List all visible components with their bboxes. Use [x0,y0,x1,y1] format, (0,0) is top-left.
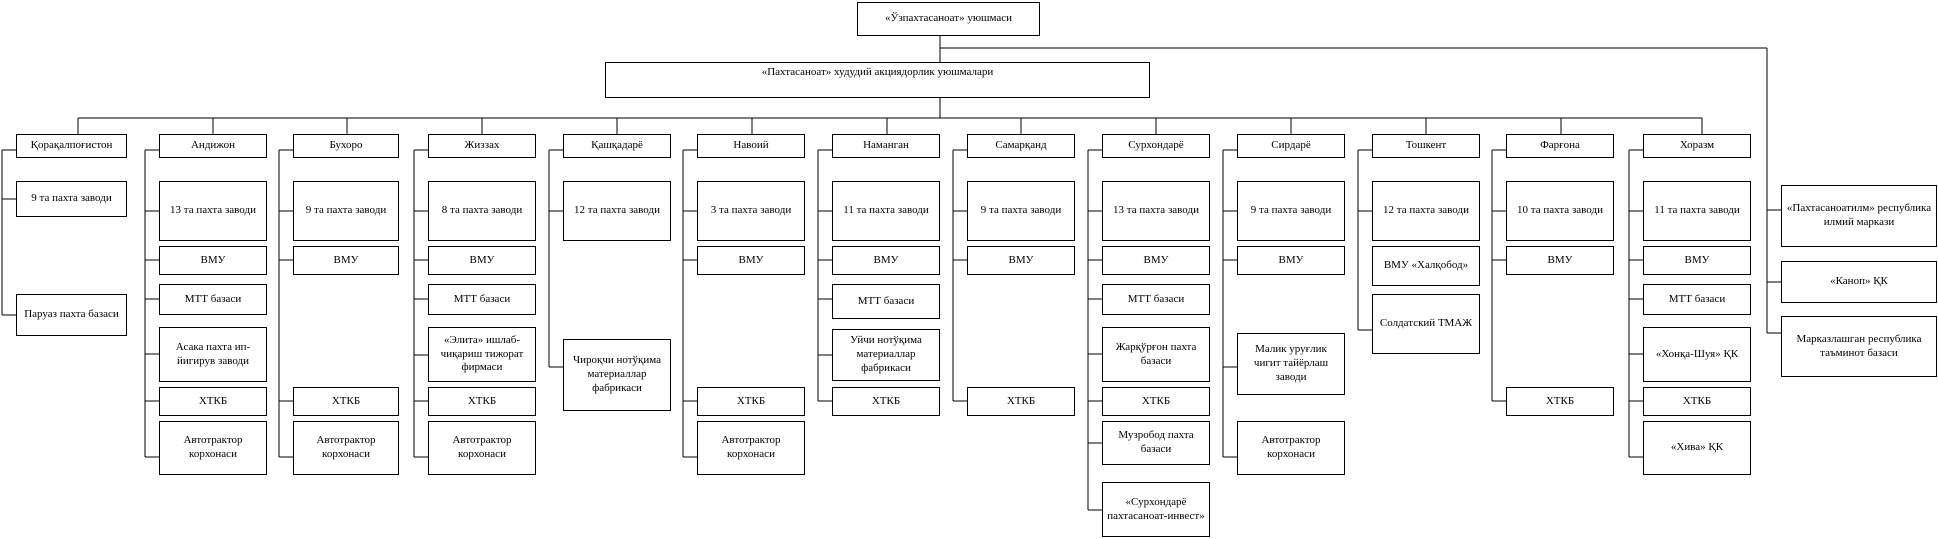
unit-box: 11 та пахта заводи [1643,181,1751,241]
region-header-namangan: Наманган [832,134,940,158]
unit-box: МТТ базаси [159,284,267,315]
unit-box: Чироқчи нотўқима материаллар фабрикаси [563,339,671,411]
unit-box: ХТКБ [293,387,399,416]
unit-box: ХТКБ [967,387,1075,416]
unit-box: МТТ базаси [428,284,536,315]
unit-box: Солдатский ТМАЖ [1372,294,1480,354]
unit-box: Асака пахта ип-йигирув заводи [159,327,267,382]
unit-box: ХТКБ [1506,387,1614,416]
unit-box: 9 та пахта заводи [1237,181,1345,241]
unit-box: 12 та пахта заводи [1372,181,1480,241]
unit-box: 8 та пахта заводи [428,181,536,241]
unit-box: 3 та пахта заводи [697,181,805,241]
unit-box: ХТКБ [832,387,940,416]
side-unit-supply-base: Марказлашган республика таъминот базаси [1781,316,1937,377]
unit-box: ХТКБ [1643,387,1751,416]
region-header-qashqadaryo: Қашқадарё [563,134,671,158]
unit-box: ВМУ [697,246,805,275]
unit-box: ВМУ [428,246,536,275]
unit-box: Паруаз пахта базаси [16,294,127,336]
unit-box: «Хива» ҚК [1643,421,1751,475]
unit-box: МТТ базаси [1643,284,1751,315]
unit-box: Жарқўрғон пахта базаси [1102,327,1210,382]
unit-box: ВМУ [1643,246,1751,275]
side-unit-research-center: «Пахтасаноатилм» республика илмий марказ… [1781,185,1937,247]
unit-box: ХТКБ [1102,387,1210,416]
unit-box: Автотрактор корхонаси [159,421,267,475]
unit-box: Автотрактор корхонаси [697,421,805,475]
unit-box: МТТ базаси [832,284,940,319]
root-box: «Ўзпахтасаноат» уюшмаси [857,2,1040,36]
unit-box: Малик уруғлик чигит тайёрлаш заводи [1237,333,1345,395]
unit-box: Автотрактор корхонаси [293,421,399,475]
unit-box: ВМУ [1102,246,1210,275]
region-header-andijon: Андижон [159,134,267,158]
unit-box: ХТКБ [428,387,536,416]
unit-box: 13 та пахта заводи [1102,181,1210,241]
unit-box: 9 та пахта заводи [967,181,1075,241]
region-header-surxondaryo: Сурхондарё [1102,134,1210,158]
unit-box: «Хонқа-Шуя» ҚК [1643,327,1751,382]
unit-box: ВМУ «Халқобод» [1372,246,1480,286]
region-header-samarqand: Самарқанд [967,134,1075,158]
unit-box: ВМУ [967,246,1075,275]
unit-box: Уйчи нотўқима материаллар фабрикаси [832,329,940,381]
side-unit-kanop: «Каноп» ҚК [1781,261,1937,303]
region-header-jizzax: Жиззах [428,134,536,158]
unit-box: ХТКБ [697,387,805,416]
unit-box: Автотрактор корхонаси [428,421,536,475]
regional-header-box: «Пахтасаноат» худудий акциядорлик уюшмал… [605,62,1150,98]
unit-box: 9 та пахта заводи [16,181,127,217]
unit-box: Автотрактор корхонаси [1237,421,1345,475]
unit-box: «Элита» ишлаб-чиқариш тижорат фирмаси [428,327,536,382]
unit-box: 9 та пахта заводи [293,181,399,241]
region-header-fargona: Фарғона [1506,134,1614,158]
unit-box: «Сурхондарё пахтасаноат-инвест» [1102,482,1210,537]
region-header-navoiy: Навоий [697,134,805,158]
region-header-xorazm: Хоразм [1643,134,1751,158]
region-header-sirdaryo: Сирдарё [1237,134,1345,158]
unit-box: ВМУ [159,246,267,275]
region-header-toshkent: Тошкент [1372,134,1480,158]
unit-box: ХТКБ [159,387,267,416]
unit-box: ВМУ [1506,246,1614,275]
unit-box: ВМУ [293,246,399,275]
unit-box: 10 та пахта заводи [1506,181,1614,241]
unit-box: МТТ базаси [1102,284,1210,315]
unit-box: ВМУ [832,246,940,275]
unit-box: 11 та пахта заводи [832,181,940,241]
unit-box: 13 та пахта заводи [159,181,267,241]
region-header-qoraqalpogiston: Қорақалпоғистон [16,134,127,158]
unit-box: 12 та пахта заводи [563,181,671,241]
unit-box: ВМУ [1237,246,1345,275]
region-header-buxoro: Бухоро [293,134,399,158]
unit-box: Музробод пахта базаси [1102,421,1210,465]
